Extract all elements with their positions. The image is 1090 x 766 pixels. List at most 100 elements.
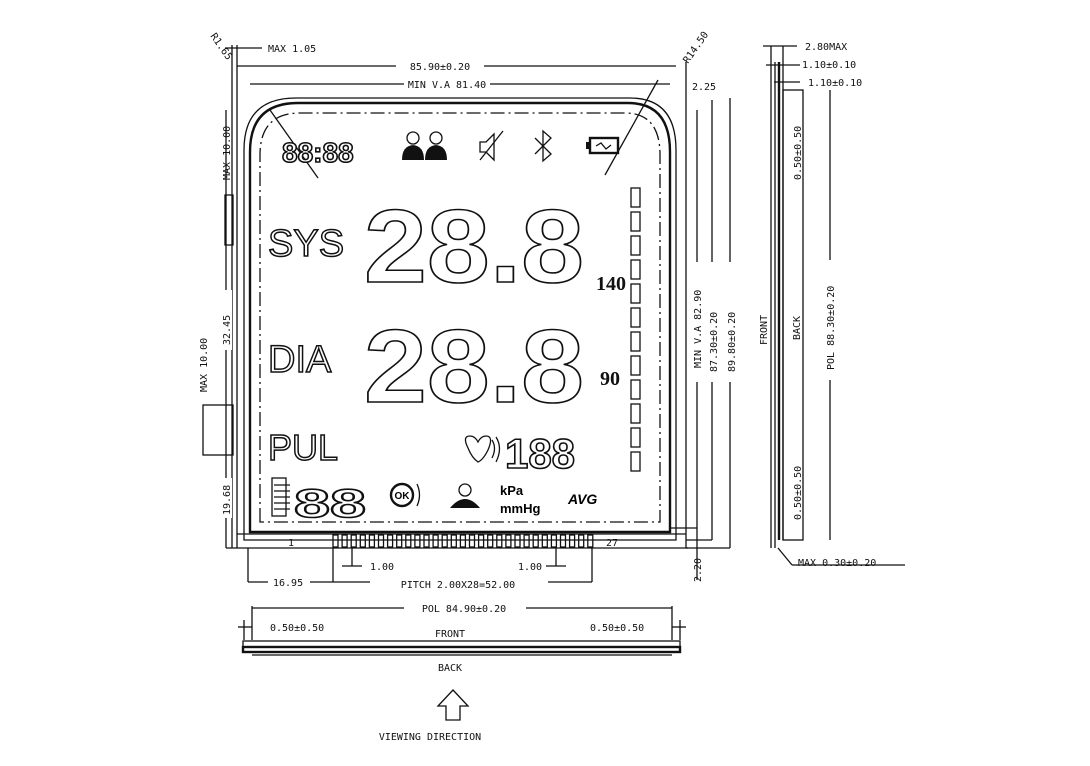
outline-width-label: 85.90±0.20 [410, 62, 470, 73]
bar-segment [630, 235, 641, 256]
top-dimensions: MAX 1.05 85.90±0.20 MIN V.A 81.40 2.25 R… [208, 30, 717, 93]
right-dimensions: MIN V.A 82.90 87.30±0.20 89.80±0.20 2.20 [670, 98, 738, 582]
ok-label: OK [395, 491, 411, 502]
cuff-icon [450, 483, 480, 508]
side-view: 2.80MAX 1.10±0.10 1.10±0.10 0.50±0.50 FR… [759, 42, 905, 569]
user-2-icon [425, 131, 447, 160]
viewing-direction-label: VIEWING DIRECTION [379, 732, 481, 743]
bar-segment [630, 259, 641, 280]
pol-thickness-label: MAX 0.30±0.20 [798, 558, 876, 569]
right-bottom-offset-label: 2.20 [693, 558, 704, 582]
pin [405, 534, 412, 548]
pol-margin-top-label: 0.50±0.50 [793, 126, 804, 180]
glass-bottom-label: 1.10±0.10 [808, 78, 862, 89]
inner-height-label: 87.30±0.20 [709, 312, 720, 372]
scale-high-label: 140 [596, 273, 626, 295]
pulse-digits: 188 [505, 430, 575, 477]
pin-last-label: 27 [606, 538, 618, 549]
pul-label: PUL [268, 427, 338, 468]
offset-right-label: 2.25 [692, 82, 716, 93]
dia-label: DIA [268, 339, 332, 381]
bluetooth-icon [534, 129, 552, 163]
lcd-outline [202, 45, 688, 549]
memory-digits: 88 [294, 482, 366, 526]
side-front-label: FRONT [759, 315, 770, 345]
pin [450, 534, 457, 548]
view-area-height-label: MIN V.A 82.90 [693, 290, 704, 368]
pin [505, 534, 512, 548]
left-dimensions: MAX 10.00 32.45 MAX 10.00 19.68 [199, 110, 233, 548]
pin [496, 534, 503, 548]
corner-radius-right-label: R14.50 [681, 30, 711, 66]
pin-first-label: 1 [288, 538, 294, 549]
left-offset-label: 16.95 [273, 578, 303, 589]
pin [386, 534, 394, 548]
bar-segment [630, 379, 641, 400]
bottom-offset-label: 19.68 [222, 485, 233, 515]
clock-digits: 88:88 [282, 137, 354, 168]
pin [377, 534, 385, 548]
pin [423, 534, 430, 548]
pin [459, 534, 467, 548]
pin [559, 534, 567, 548]
margin-left-label: 0.50±0.50 [270, 623, 324, 634]
pin [350, 534, 357, 548]
bar-segment [630, 355, 641, 376]
bar-segment [630, 283, 641, 304]
bottom-back-label: BACK [438, 663, 462, 674]
view-area-width-label: MIN V.A 81.40 [408, 80, 486, 91]
pin [396, 534, 403, 548]
bar-segment [630, 187, 641, 208]
user-1-icon [402, 131, 424, 160]
pressure-bar-graph [630, 187, 641, 472]
margin-right-label: 0.50±0.50 [590, 623, 644, 634]
dia-digits: 28.8 [364, 309, 584, 425]
pin [477, 534, 485, 548]
pin-row [332, 534, 594, 548]
bar-segment [630, 403, 641, 424]
pin [541, 534, 548, 548]
pin [414, 534, 421, 548]
bar-segment [630, 427, 641, 448]
corner-radius-left-label: R1.65 [208, 31, 234, 62]
max-thickness-label: MAX 1.05 [268, 44, 316, 55]
pin [441, 534, 448, 548]
viewing-direction-arrow-icon [436, 689, 470, 721]
tab-bottom-label: MAX 10.00 [199, 338, 210, 392]
unit-kpa: kPa [500, 483, 524, 498]
battery-icon [586, 136, 620, 155]
bar-segment [630, 211, 641, 232]
ok-icon: OK [389, 482, 421, 508]
side-back-label: BACK [792, 316, 803, 340]
pol-margin-bottom-label: 0.50±0.50 [793, 466, 804, 520]
pin [359, 534, 366, 548]
bar-segment [630, 331, 641, 352]
tab-top-label: MAX 10.00 [222, 126, 233, 180]
avg-label: AVG [567, 491, 597, 507]
pin [332, 534, 339, 548]
bar-segment [630, 451, 641, 472]
pol-width-label: POL 84.90±0.20 [422, 604, 506, 615]
sys-digits: 28.8 [364, 189, 584, 305]
pin [523, 534, 530, 548]
unit-mmhg: mmHg [500, 501, 541, 516]
pin-dimensions: 1 27 1.00 1.00 16.95 PITCH 2.00X28=52.00 [247, 538, 618, 591]
lcd-segments: 88:88 SYS DIA PUL 28.8 28.8 140 90 188 8… [267, 129, 641, 527]
glass-top-label: 1.10±0.10 [802, 60, 856, 71]
pin [532, 534, 539, 548]
scale-low-label: 90 [600, 368, 620, 390]
pin [432, 534, 439, 548]
pol-height-label: POL 88.30±0.20 [826, 286, 837, 370]
bottom-view: POL 84.90±0.20 0.50±0.50 0.50±0.50 FRONT… [238, 604, 686, 743]
heart-icon [464, 435, 492, 463]
pitch-label: PITCH 2.00X28=52.00 [401, 580, 515, 591]
pin [341, 534, 348, 548]
pin [578, 534, 585, 548]
pin-width-left-label: 1.00 [370, 562, 394, 573]
sys-label: SYS [268, 223, 344, 265]
pin-width-right-label: 1.00 [518, 562, 542, 573]
total-thickness-label: 2.80MAX [805, 42, 847, 53]
pin [514, 534, 521, 548]
outline-height-label: 89.80±0.20 [727, 312, 738, 372]
